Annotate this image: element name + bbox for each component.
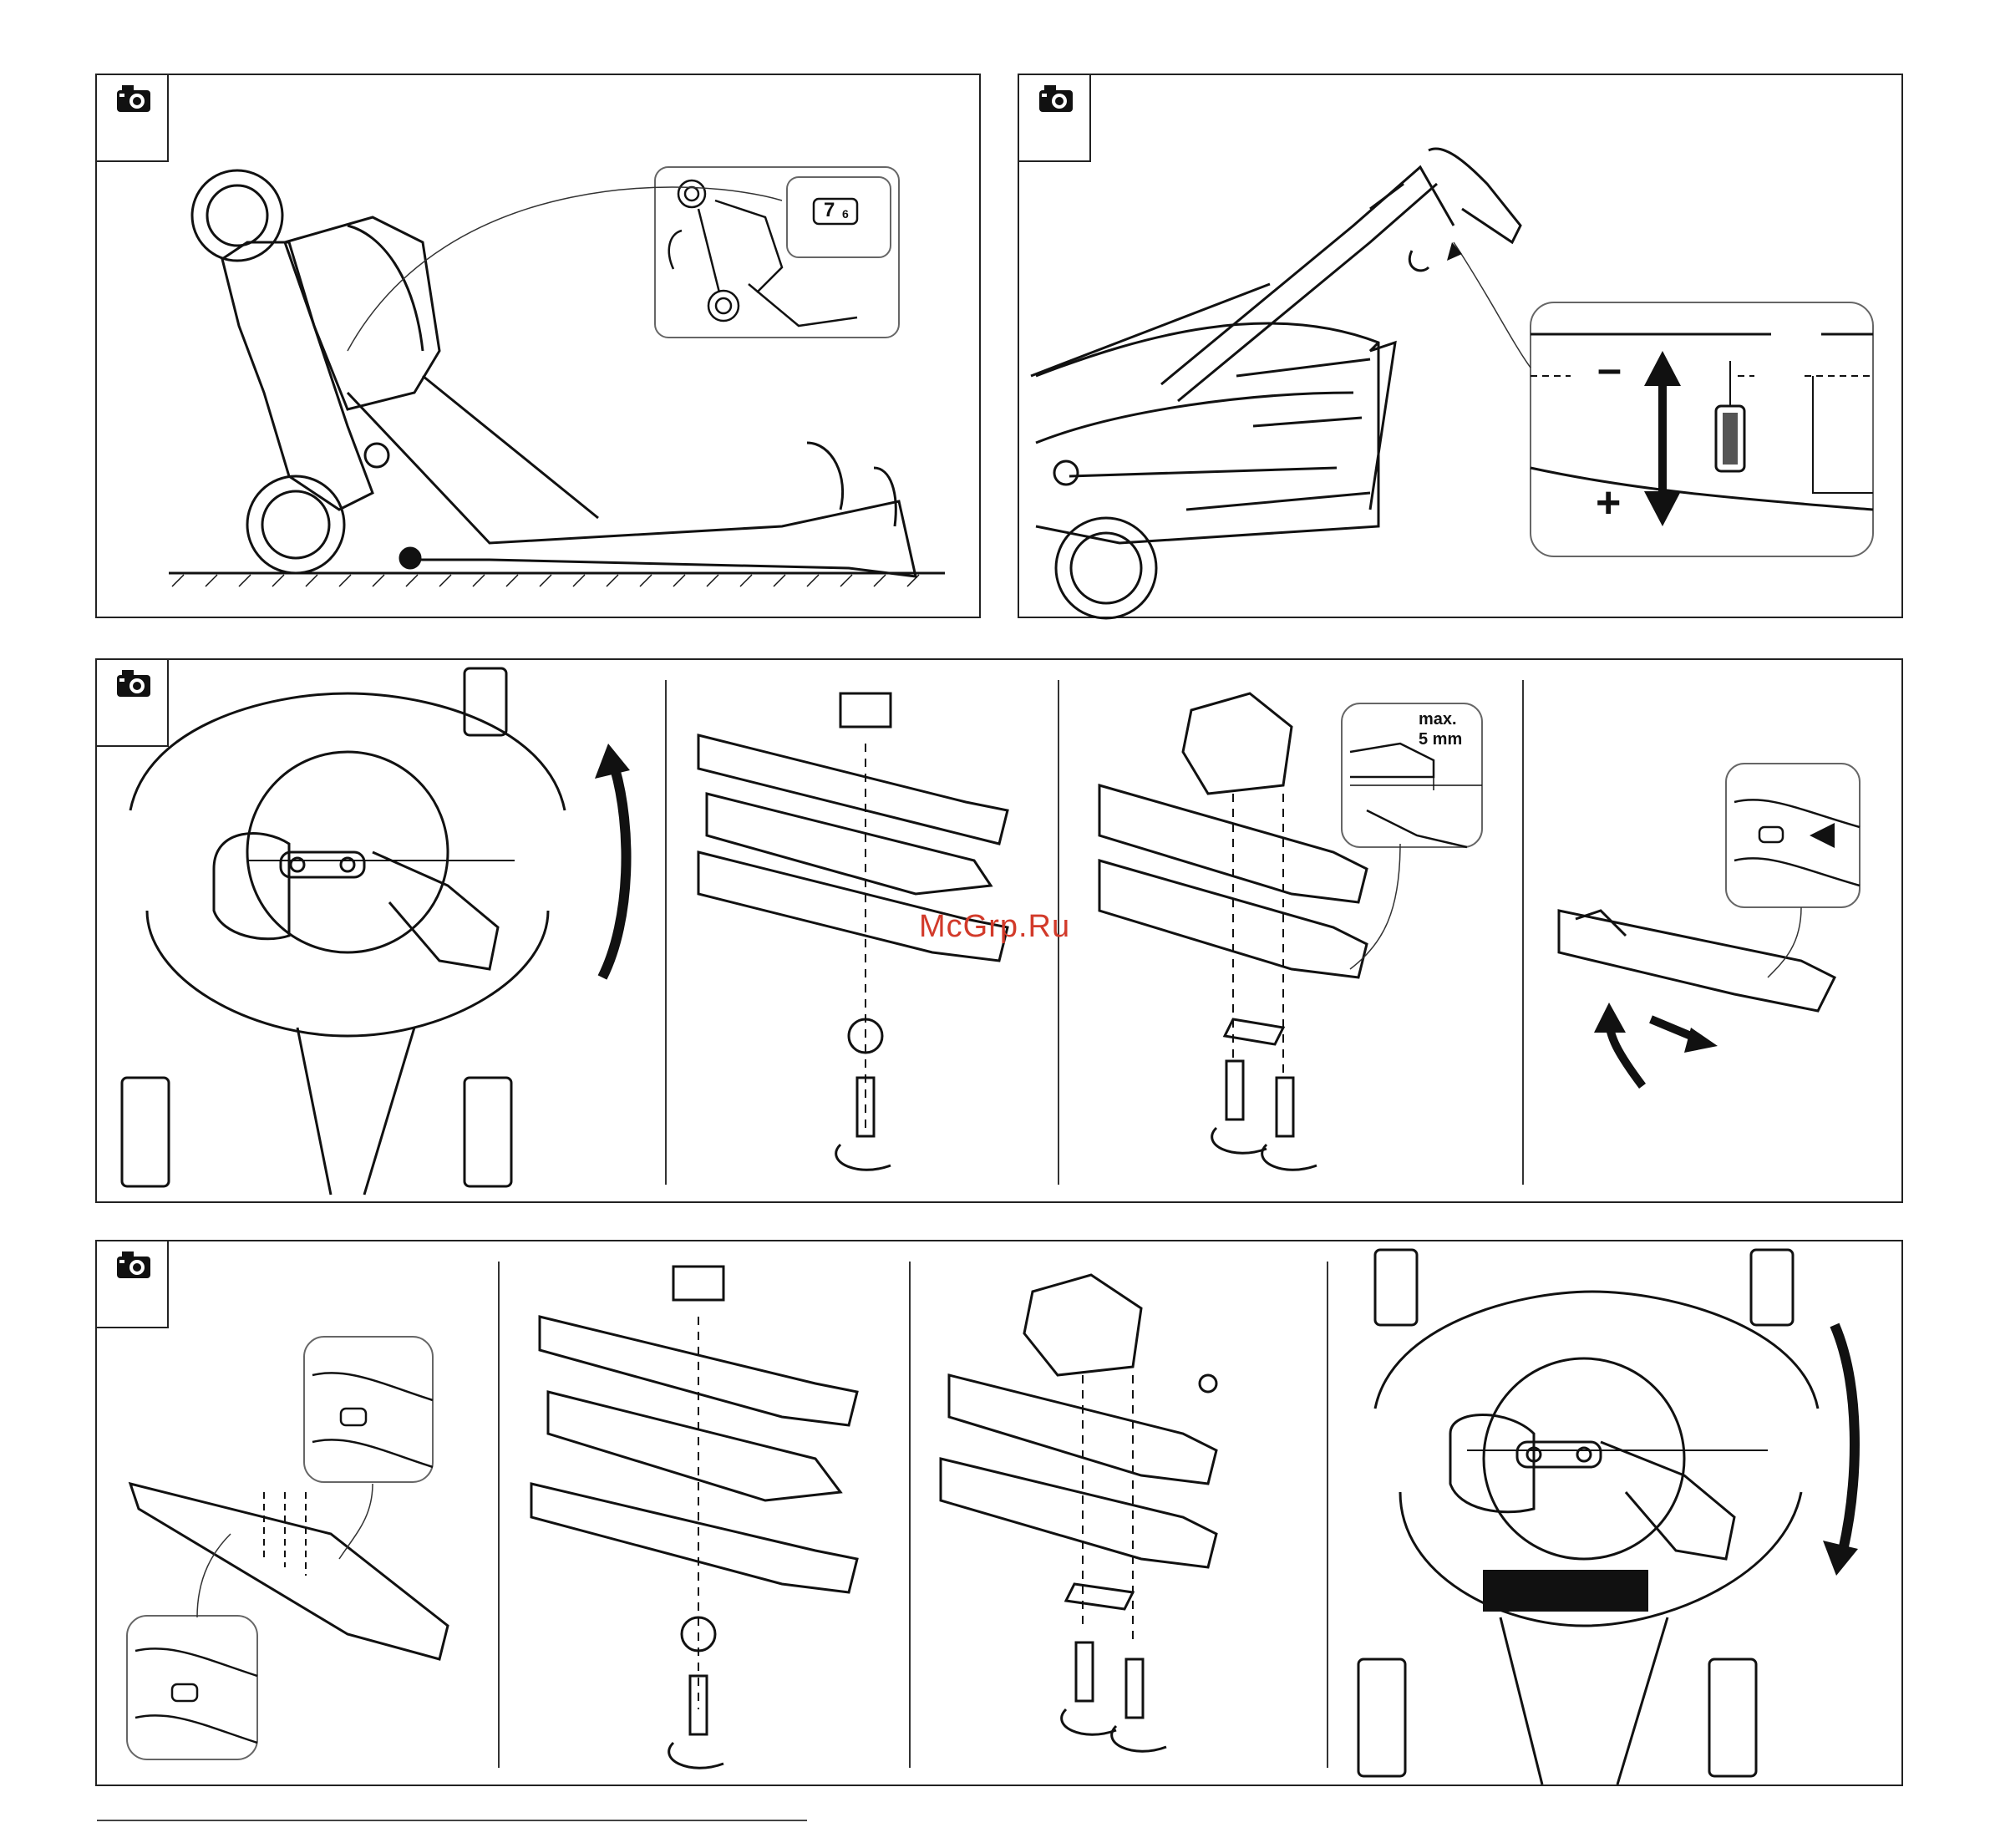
gear-hint-secondary: 6 — [842, 207, 849, 221]
redacted-label — [1483, 1570, 1648, 1612]
panel-tilt-mower: 7 6 — [95, 74, 981, 618]
max-label: max. — [1419, 710, 1457, 729]
panel-height-adjust: – + — [1018, 74, 1903, 618]
height-adjust-drawing — [1019, 75, 1905, 620]
panel-blade-install — [95, 1240, 1903, 1786]
bottom-rule — [97, 1820, 807, 1821]
blade-install-drawing — [97, 1241, 1905, 1788]
gear-hint-primary: 7 — [824, 199, 835, 222]
height-minus-label: – — [1597, 344, 1622, 394]
height-plus-label: + — [1596, 478, 1621, 528]
tilted-mower-drawing — [97, 75, 982, 620]
watermark-text: McGrp.Ru — [919, 909, 1070, 945]
max-value: 5 mm — [1419, 730, 1462, 749]
